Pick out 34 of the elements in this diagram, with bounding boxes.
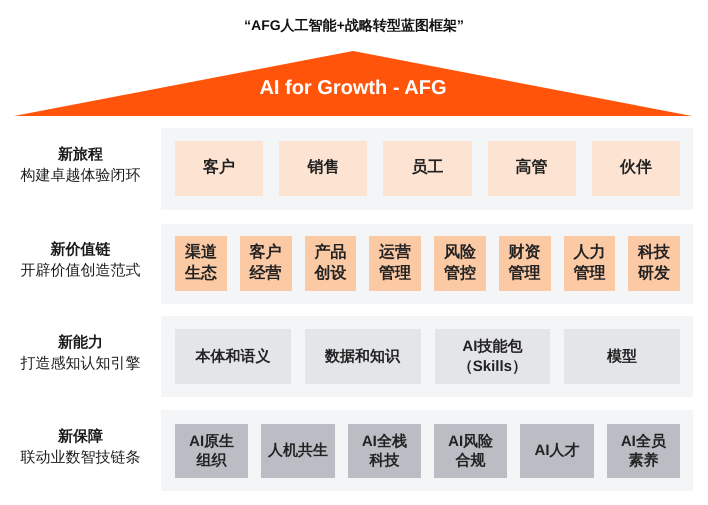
layer-heading: 新保障: [56, 426, 104, 446]
capability-tile: AI技能包（Skills）: [434, 329, 550, 384]
layer-subtitle: 开辟价值创造范式: [20, 261, 142, 280]
enabler-tile: AI原生组织: [175, 424, 248, 478]
banner-title: AI for Growth - AFG: [260, 77, 446, 100]
enabler-tile: AI人才: [520, 424, 594, 478]
layer-heading: 新旅程: [56, 145, 104, 164]
capability-tile: 模型: [564, 329, 680, 384]
journey-tile: 伙伴: [592, 141, 680, 196]
value-chain-tile: 产品创设: [304, 236, 356, 291]
value-chain-tile: 科技研发: [628, 236, 680, 291]
journey-tile: 高管: [488, 141, 576, 196]
capability-tile: 数据和知识: [304, 329, 420, 384]
enabler-tile: AI风险合规: [434, 424, 508, 478]
value-chain-tile: 客户经营: [240, 236, 292, 291]
journey-tile: 客户: [175, 141, 264, 196]
value-chain-tile: 渠道生态: [175, 236, 227, 291]
enabler-tile: AI全栈科技: [348, 424, 421, 478]
value-chain-tile: 运营管理: [369, 236, 421, 291]
layer-subtitle: 联动业数智技链条: [20, 448, 142, 466]
value-chain-tile: 财资管理: [498, 236, 550, 291]
capability-tile: 本体和语义: [175, 329, 291, 384]
roof-banner: [14, 51, 692, 116]
layer-subtitle: 打造感知认知引擎: [20, 354, 142, 372]
layer-subtitle: 构建卓越体验闭环: [20, 166, 142, 185]
journey-tile: 员工: [383, 141, 472, 196]
layer-heading: 新能力: [56, 332, 104, 352]
value-chain-tile: 风险管控: [434, 236, 486, 291]
journey-tile: 销售: [279, 141, 368, 196]
layer-heading: 新价值链: [49, 240, 112, 259]
value-chain-tile: 人力管理: [564, 236, 616, 291]
enabler-tile: 人机共生: [261, 424, 335, 478]
diagram-title: “AFG人工智能+战略转型蓝图框架”: [243, 17, 465, 35]
enabler-tile: AI全员素养: [606, 424, 680, 478]
